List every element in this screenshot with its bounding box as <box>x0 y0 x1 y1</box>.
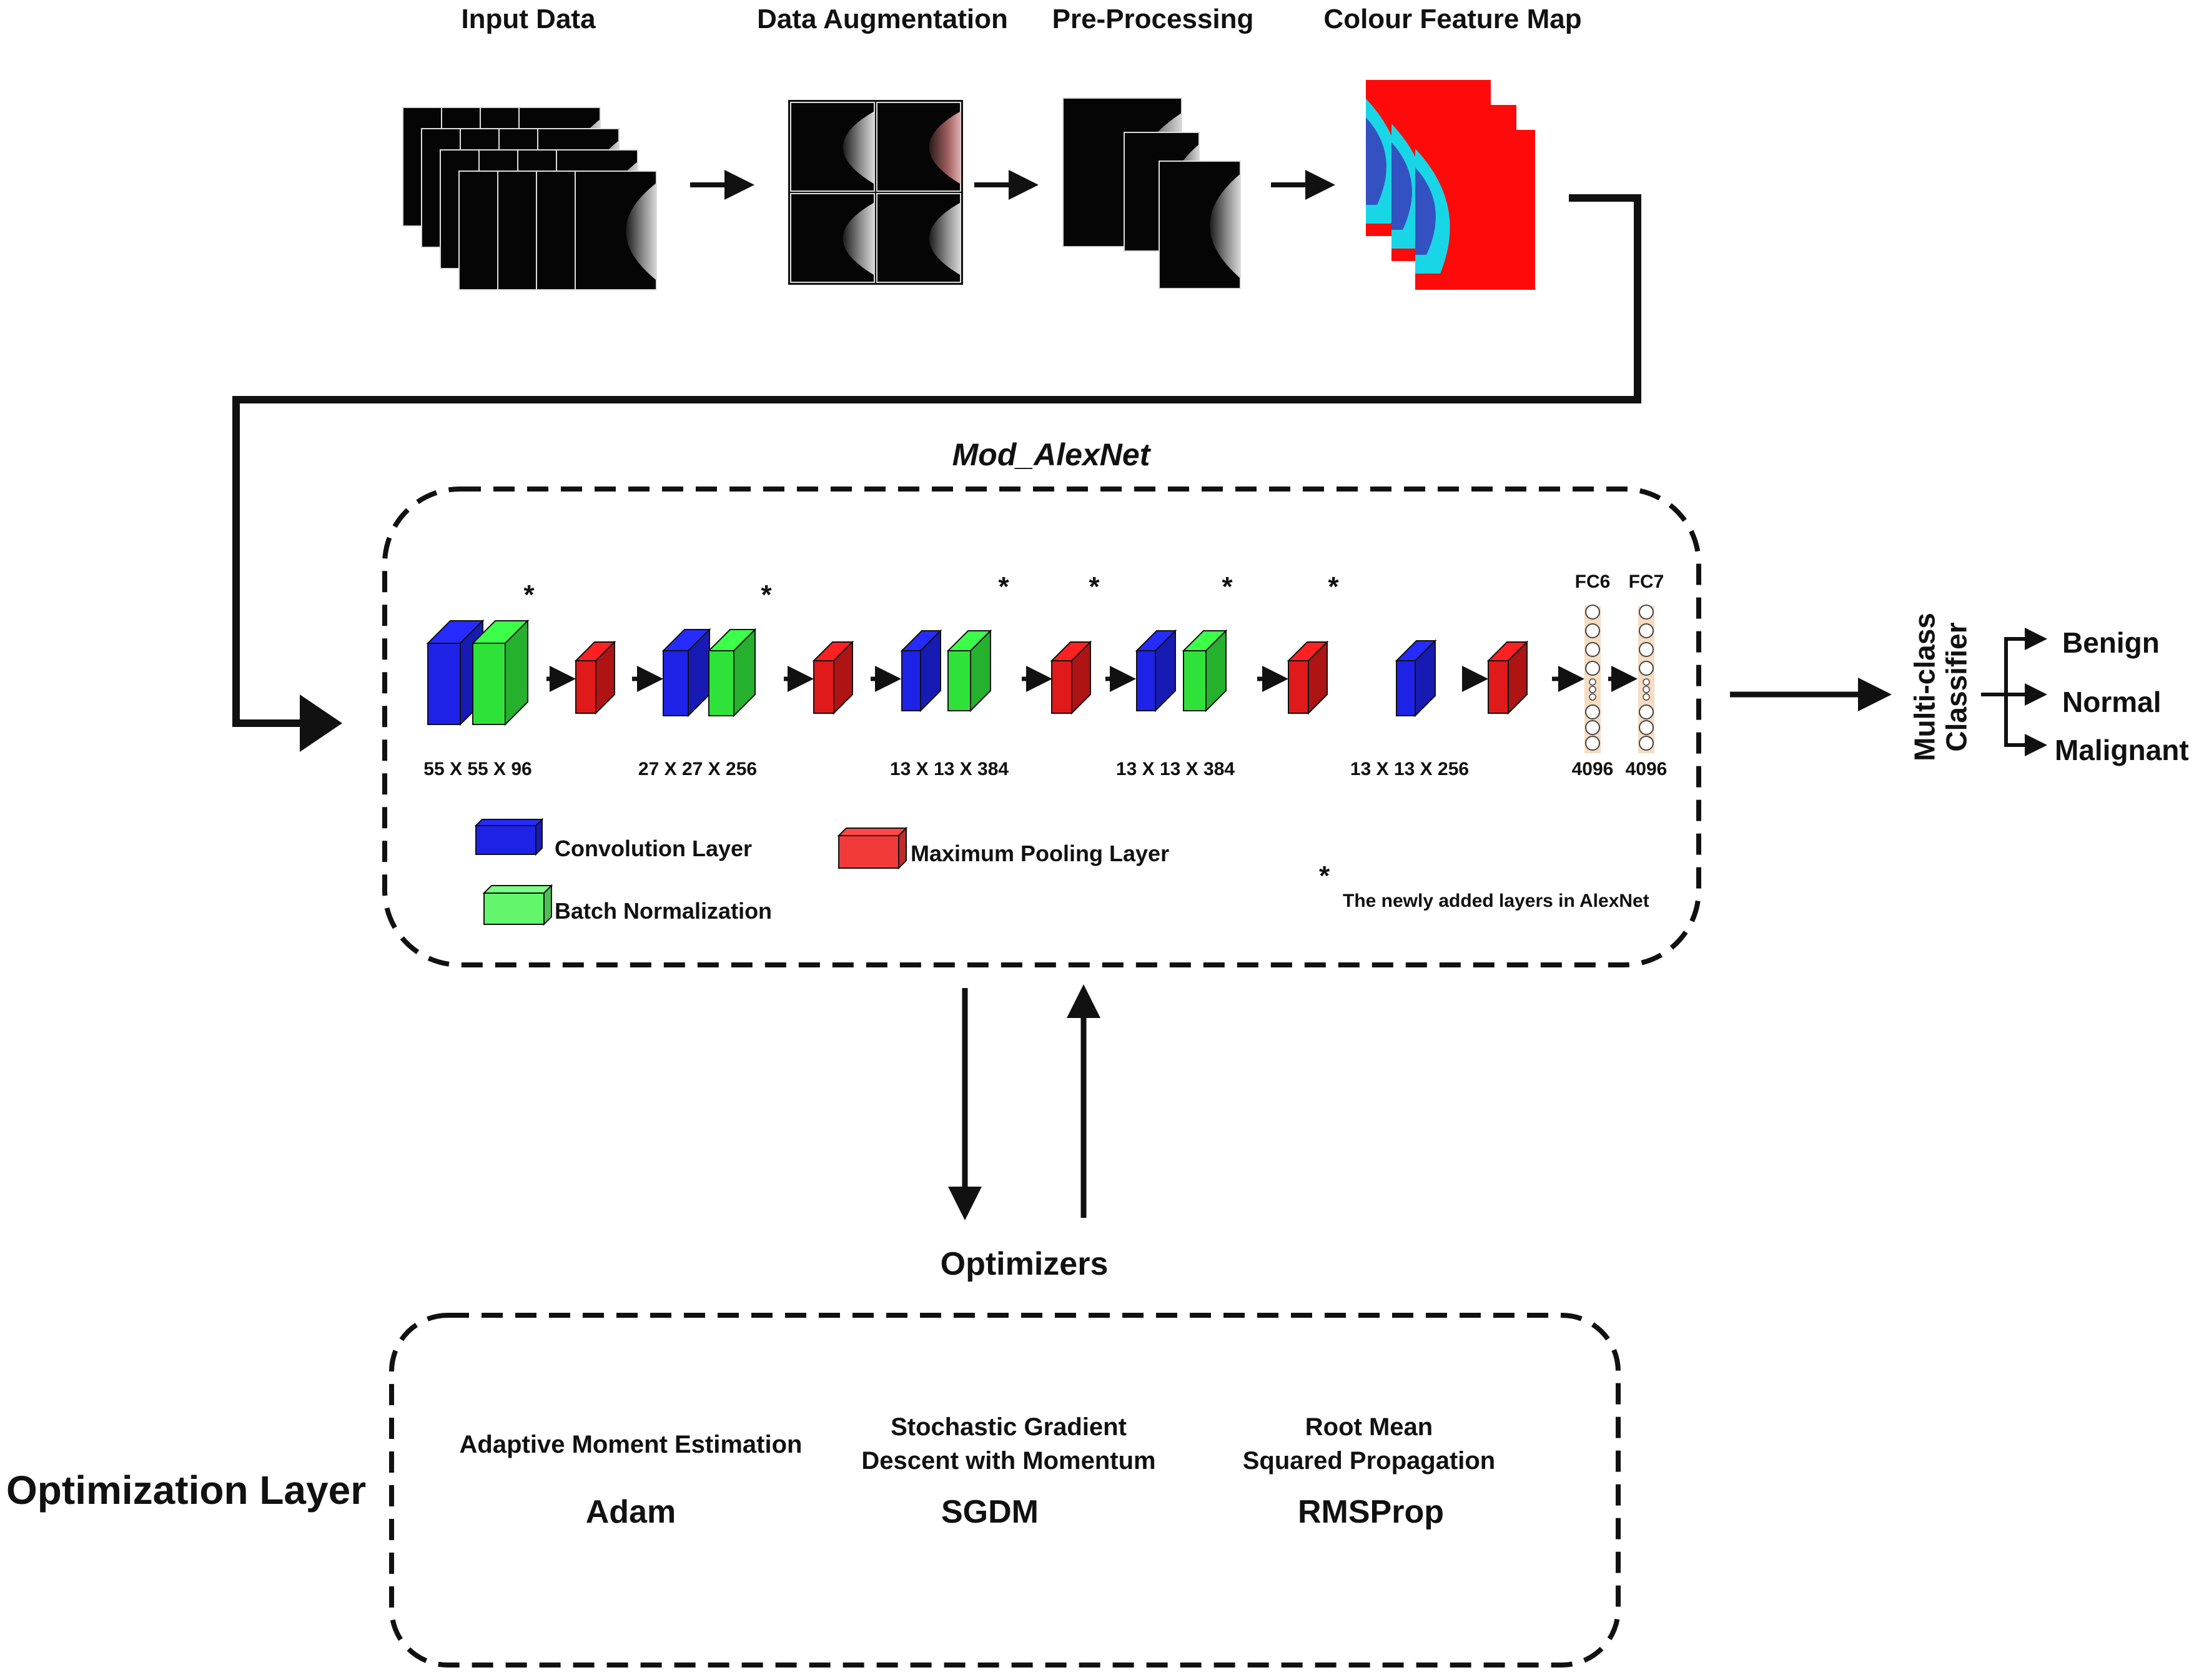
fc6-label: FC6 <box>1574 571 1611 592</box>
layer-dims-5: 13 X 13 X 256 <box>1350 759 1470 779</box>
preprocessing-stack <box>1062 97 1241 289</box>
legend-conv-label: Convolution Layer <box>555 836 753 861</box>
optimizer-sgdm-name-line2: Descent with Momentum <box>861 1447 1156 1475</box>
fc-node <box>1585 704 1600 719</box>
legend-max-pool-swatch <box>837 826 908 870</box>
fc-node <box>1585 720 1600 735</box>
fc-node-ellipsis <box>1589 693 1596 701</box>
new-layer-marker: * <box>523 580 535 610</box>
fc-node <box>1639 642 1654 657</box>
colour-feature-map-stack <box>1366 80 1535 290</box>
legend-max-pool-label: Maximum Pooling Layer <box>911 841 1170 866</box>
fc-node <box>1585 605 1600 620</box>
class-benign: Benign <box>2062 626 2160 659</box>
classifier-label-line2: Classifier <box>1940 622 1972 752</box>
new-layer-marker: * <box>1222 571 1233 602</box>
batch-normalization-block <box>1182 629 1228 713</box>
aug-thumb-tinted <box>876 102 961 192</box>
augmentation-grid <box>788 100 963 285</box>
legend-batch-norm-label: Batch Normalization <box>555 898 773 924</box>
optimizer-adam-name: Adaptive Moment Estimation <box>459 1431 803 1458</box>
layer-dims-2: 27 X 27 X 256 <box>638 759 758 779</box>
max-pooling-block <box>812 640 854 715</box>
legend-conv-swatch <box>474 818 544 856</box>
max-pooling-block <box>1287 640 1329 715</box>
optimizer-adam-abbr: Adam <box>585 1494 676 1530</box>
classifier-branch-arrows <box>1981 628 2047 756</box>
legend-swatches <box>474 818 908 926</box>
stage-title-input: Input Data <box>461 4 596 34</box>
max-pooling-block <box>1486 640 1529 715</box>
aug-thumb-original <box>790 102 875 192</box>
connector-to-model <box>232 194 1641 752</box>
optimizer-sgdm-abbr: SGDM <box>941 1494 1039 1530</box>
classifier-label-line1: Multi-class <box>1908 613 1941 761</box>
fc-node-ellipsis <box>1643 686 1650 693</box>
fc-node <box>1585 661 1600 676</box>
optimizers-label: Optimizers <box>940 1246 1109 1282</box>
fc-node <box>1639 704 1654 719</box>
max-pooling-block <box>574 640 616 715</box>
fc7-column <box>1638 605 1654 753</box>
convolution-layer-block <box>1135 629 1177 713</box>
new-layer-marker: * <box>1328 571 1339 602</box>
max-pooling-block <box>1050 640 1092 715</box>
convolution-layer-block <box>1395 639 1437 718</box>
fc-node <box>1639 736 1654 751</box>
model-box <box>382 487 1701 967</box>
fc6-column <box>1584 605 1601 753</box>
layer-blocks <box>426 619 1529 726</box>
legend-new-layers-note: The newly added layers in AlexNet <box>1343 891 1649 911</box>
convolution-layer-block <box>900 629 942 713</box>
fc-node-ellipsis <box>1643 693 1650 701</box>
optimizer-rmsprop-name-line2: Squared Propagation <box>1242 1447 1496 1475</box>
new-layer-marker: * <box>998 571 1009 602</box>
colour-map-thumb-3 <box>1415 130 1535 290</box>
new-layer-marker: * <box>761 580 772 610</box>
fc-node <box>1585 623 1600 638</box>
fc-node <box>1639 623 1654 638</box>
fc-node <box>1639 605 1654 620</box>
pre-thumb-3 <box>1159 161 1241 289</box>
aug-thumb-flipped <box>790 193 875 283</box>
stage-title-colour-map: Colour Feature Map <box>1323 4 1582 34</box>
layer-dims-3: 13 X 13 X 384 <box>889 759 1009 779</box>
fc-node-ellipsis <box>1589 678 1596 686</box>
class-malignant: Malignant <box>2055 734 2189 766</box>
classifier-label: Multi-class Classifier <box>1908 613 1972 761</box>
fc-node <box>1639 720 1654 735</box>
fc-node <box>1585 642 1600 657</box>
batch-normalization-block <box>946 629 992 713</box>
fc-node <box>1639 661 1654 676</box>
class-normal: Normal <box>2062 686 2162 718</box>
fc-node <box>1585 736 1600 751</box>
optimization-box <box>389 1313 1621 1668</box>
fc7-units: 4096 <box>1625 759 1668 779</box>
optimizer-rmsprop-abbr: RMSProp <box>1298 1494 1444 1530</box>
model-title: Mod_AlexNet <box>952 437 1150 472</box>
fully-connected-nodes <box>1584 605 1654 753</box>
legend-new-layer-marker: * <box>1319 861 1330 891</box>
input-data-stack <box>402 107 657 290</box>
convolution-layer-block <box>661 628 711 718</box>
layer-dims-1: 55 X 55 X 96 <box>423 759 532 779</box>
input-mammogram-thumb <box>575 170 657 290</box>
fc6-units: 4096 <box>1571 759 1614 779</box>
aug-thumb-rotated <box>876 193 961 283</box>
legend-batch-norm-swatch <box>482 884 553 926</box>
new-layer-marker: * <box>1089 571 1100 602</box>
optimizer-sgdm-name-line1: Stochastic Gradient <box>891 1413 1127 1441</box>
connector-arrowhead <box>300 694 342 752</box>
stage-title-augmentation: Data Augmentation <box>757 4 1008 34</box>
stage-title-preprocessing: Pre-Processing <box>1052 4 1254 34</box>
optimization-layer-label: Optimization Layer <box>6 1468 367 1513</box>
optimizer-rmsprop-name-line1: Root Mean <box>1305 1413 1433 1441</box>
batch-normalization-block <box>471 619 530 726</box>
fc-node-ellipsis <box>1589 686 1596 693</box>
fc7-label: FC7 <box>1628 571 1664 592</box>
batch-normalization-block <box>707 628 757 718</box>
fc-node-ellipsis <box>1643 678 1650 686</box>
layer-dims-4: 13 X 13 X 384 <box>1115 759 1235 779</box>
